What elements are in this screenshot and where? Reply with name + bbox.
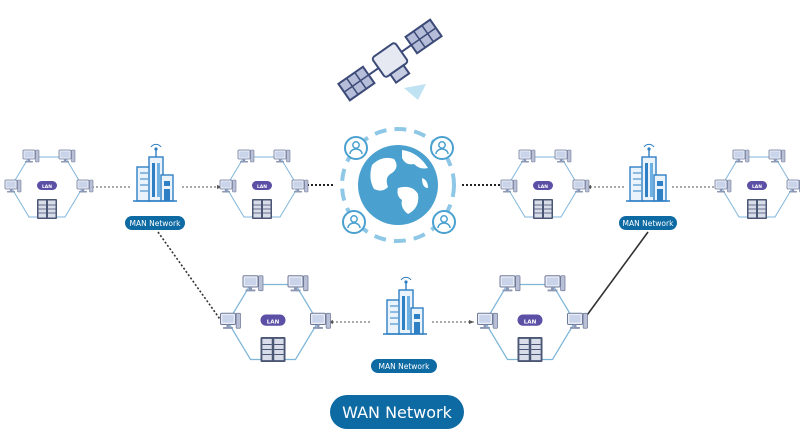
man-network-label: MAN Network <box>623 219 675 228</box>
lan-badge <box>37 181 57 190</box>
computer-icon <box>76 179 94 193</box>
computer-icon <box>309 312 332 330</box>
wan-network-badge: WAN Network <box>330 395 464 429</box>
computer-icon <box>572 179 590 193</box>
lan-cluster: LAN <box>500 149 590 220</box>
building-icon <box>625 143 671 202</box>
lan-badge <box>517 314 543 326</box>
lan-cluster: LAN <box>4 149 94 220</box>
satellite-icon <box>336 18 444 102</box>
lan-cluster: LAN <box>714 149 800 220</box>
lan-cluster: LAN <box>476 275 589 363</box>
server-rack-icon <box>517 336 543 363</box>
user-icon <box>432 210 456 234</box>
lan-label: LAN <box>42 184 52 190</box>
lan-clusters: LAN LAN LAN LAN LAN LAN <box>4 149 800 363</box>
globe-icon <box>358 145 438 225</box>
computer-icon <box>242 275 264 292</box>
man-network-badge: MAN Network <box>371 359 437 373</box>
building-icon <box>132 143 178 202</box>
computer-icon <box>22 149 40 163</box>
lan-label: LAN <box>524 319 537 325</box>
computer-icon <box>732 149 750 163</box>
lan-label: LAN <box>752 184 762 190</box>
lan-badge <box>260 314 286 326</box>
lan-badge <box>252 181 272 190</box>
wan-network-label: WAN Network <box>342 402 452 422</box>
computer-icon <box>291 179 309 193</box>
server-rack-icon <box>36 198 58 220</box>
globe-group <box>340 127 456 243</box>
lan-cluster: LAN <box>219 275 332 363</box>
user-icon <box>430 136 454 160</box>
server-rack-icon <box>260 336 286 363</box>
server-rack-icon <box>746 198 768 220</box>
connections <box>88 184 720 324</box>
user-icon <box>342 210 366 234</box>
user-icon <box>344 136 368 160</box>
lan-label: LAN <box>257 184 267 190</box>
lan-label: LAN <box>538 184 548 190</box>
computer-icon <box>518 149 536 163</box>
man-network-badge: MAN Network <box>619 216 677 230</box>
building-icon <box>382 276 428 335</box>
man-network-label: MAN Network <box>379 362 431 371</box>
lan-badge <box>747 181 767 190</box>
computer-icon <box>566 312 589 330</box>
man-network-label: MAN Network <box>130 219 182 228</box>
lan-badge <box>533 181 553 190</box>
computer-icon <box>786 179 800 193</box>
server-rack-icon <box>532 198 554 220</box>
lan-label: LAN <box>267 319 280 325</box>
computer-icon <box>237 149 255 163</box>
server-rack-icon <box>251 198 273 220</box>
computer-icon <box>499 275 521 292</box>
man-network-badge: MAN Network <box>125 216 185 230</box>
lan-cluster: LAN <box>219 149 309 220</box>
signal-beam <box>404 84 426 100</box>
